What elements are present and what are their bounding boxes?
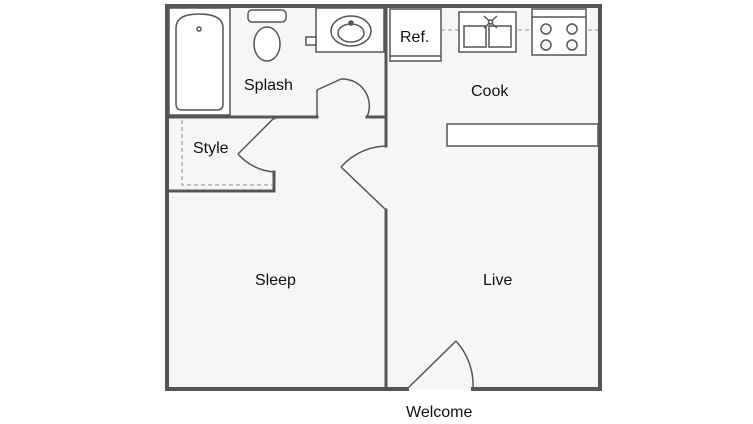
bathroom-door[interactable] [316,78,371,118]
entry-door[interactable] [406,340,474,390]
floor-area [167,6,600,389]
bathtub-icon [168,7,231,116]
bathroom-sink-icon [305,7,385,53]
walls [165,4,602,391]
outer-wall-left [165,4,409,391]
room-label-cook: Cook [471,83,509,100]
room-label-style: Style [193,140,229,157]
room-label-splash: Splash [244,77,293,94]
closet-door[interactable] [237,117,275,173]
toilet-icon [247,9,287,62]
stove-icon [531,8,587,56]
bedroom-door[interactable] [340,145,387,211]
room-label-live: Live [483,272,512,289]
outer-wall [165,4,602,391]
ref-label: Ref. [400,29,429,46]
entry-label-welcome: Welcome [406,404,472,421]
room-label-sleep: Sleep [255,272,296,289]
refrigerator-icon [389,8,442,62]
kitchen-counter [446,123,599,147]
kitchen-sink-icon [458,11,517,53]
closet-dashed-line [181,120,272,186]
